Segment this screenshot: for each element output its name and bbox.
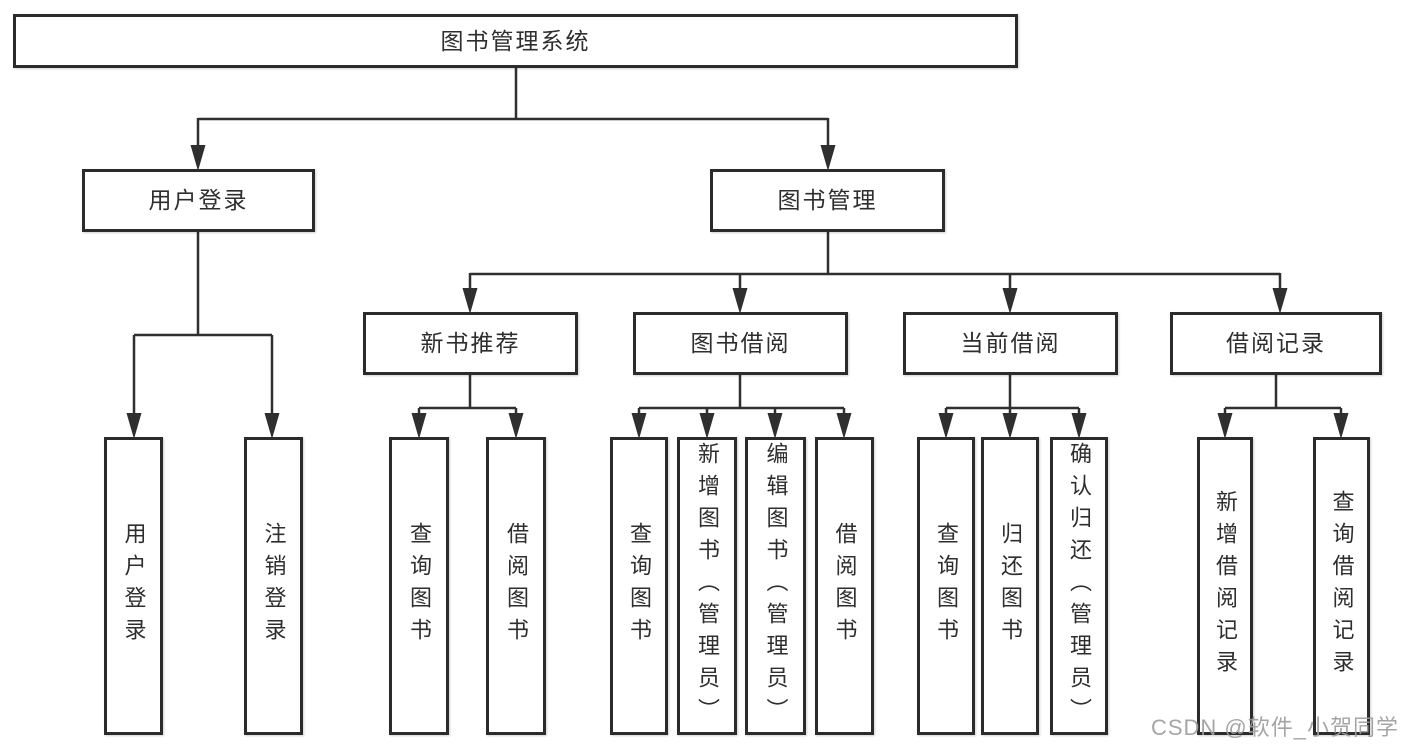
arrow-down-icon bbox=[462, 288, 478, 314]
node-borrow-records: 借阅记录 bbox=[1170, 312, 1382, 375]
connector-book-management-to-level3 bbox=[468, 232, 1282, 293]
arrow-down-icon bbox=[190, 145, 206, 171]
arrow-down-icon bbox=[767, 413, 783, 439]
leaf-user-login: 用户登录 bbox=[104, 437, 163, 735]
leaf-borrow-query-books: 查询图书 bbox=[610, 437, 668, 735]
leaf-borrow-edit-books-admin: 编辑图书（管理员） bbox=[745, 437, 806, 735]
leaf-current-query-books: 查询图书 bbox=[917, 437, 975, 735]
node-current-borrow: 当前借阅 bbox=[903, 312, 1118, 375]
leaf-logout: 注销登录 bbox=[244, 437, 303, 735]
node-root: 图书管理系统 bbox=[13, 14, 1018, 68]
node-user-login: 用户登录 bbox=[82, 169, 315, 232]
connector-current-borrow-to-leaves bbox=[944, 375, 1081, 418]
node-book-borrow: 图书借阅 bbox=[633, 312, 848, 375]
arrow-down-icon bbox=[508, 413, 524, 439]
connector-root-to-level2 bbox=[196, 68, 830, 150]
arrow-down-icon bbox=[1071, 413, 1087, 439]
leaf-recommend-borrow-books: 借阅图书 bbox=[486, 437, 546, 735]
arrow-down-icon bbox=[1002, 413, 1018, 439]
watermark: CSDN @软件_小贺同学 bbox=[1150, 715, 1399, 740]
arrow-down-icon bbox=[732, 288, 748, 314]
arrow-down-icon bbox=[1272, 288, 1288, 314]
leaf-current-confirm-return-admin: 确认归还（管理员） bbox=[1050, 437, 1108, 735]
connector-user-login-to-leaves bbox=[132, 232, 274, 418]
arrow-down-icon bbox=[836, 413, 852, 439]
leaf-current-return-books: 归还图书 bbox=[981, 437, 1039, 735]
arrow-down-icon bbox=[938, 413, 954, 439]
leaf-records-query-record: 查询借阅记录 bbox=[1313, 437, 1370, 735]
arrow-down-icon bbox=[1217, 413, 1233, 439]
arrow-down-icon bbox=[820, 145, 836, 171]
connector-book-borrow-to-leaves bbox=[637, 375, 846, 418]
leaf-records-add-record: 新增借阅记录 bbox=[1197, 437, 1253, 735]
connector-new-book-recommend-to-leaves bbox=[417, 375, 518, 418]
leaf-borrow-borrow-books: 借阅图书 bbox=[815, 437, 874, 735]
arrow-down-icon bbox=[1002, 288, 1018, 314]
leaf-recommend-query-books: 查询图书 bbox=[389, 437, 449, 735]
arrow-down-icon bbox=[411, 413, 427, 439]
arrow-down-icon bbox=[264, 413, 280, 439]
arrowheads bbox=[126, 145, 1349, 439]
arrow-down-icon bbox=[631, 413, 647, 439]
connector-borrow-records-to-leaves bbox=[1223, 375, 1343, 418]
node-new-book-recommend: 新书推荐 bbox=[363, 312, 578, 375]
node-book-management: 图书管理 bbox=[710, 169, 945, 232]
leaf-borrow-add-books-admin: 新增图书（管理员） bbox=[677, 437, 737, 735]
arrow-down-icon bbox=[126, 413, 142, 439]
arrow-down-icon bbox=[699, 413, 715, 439]
arrow-down-icon bbox=[1333, 413, 1349, 439]
